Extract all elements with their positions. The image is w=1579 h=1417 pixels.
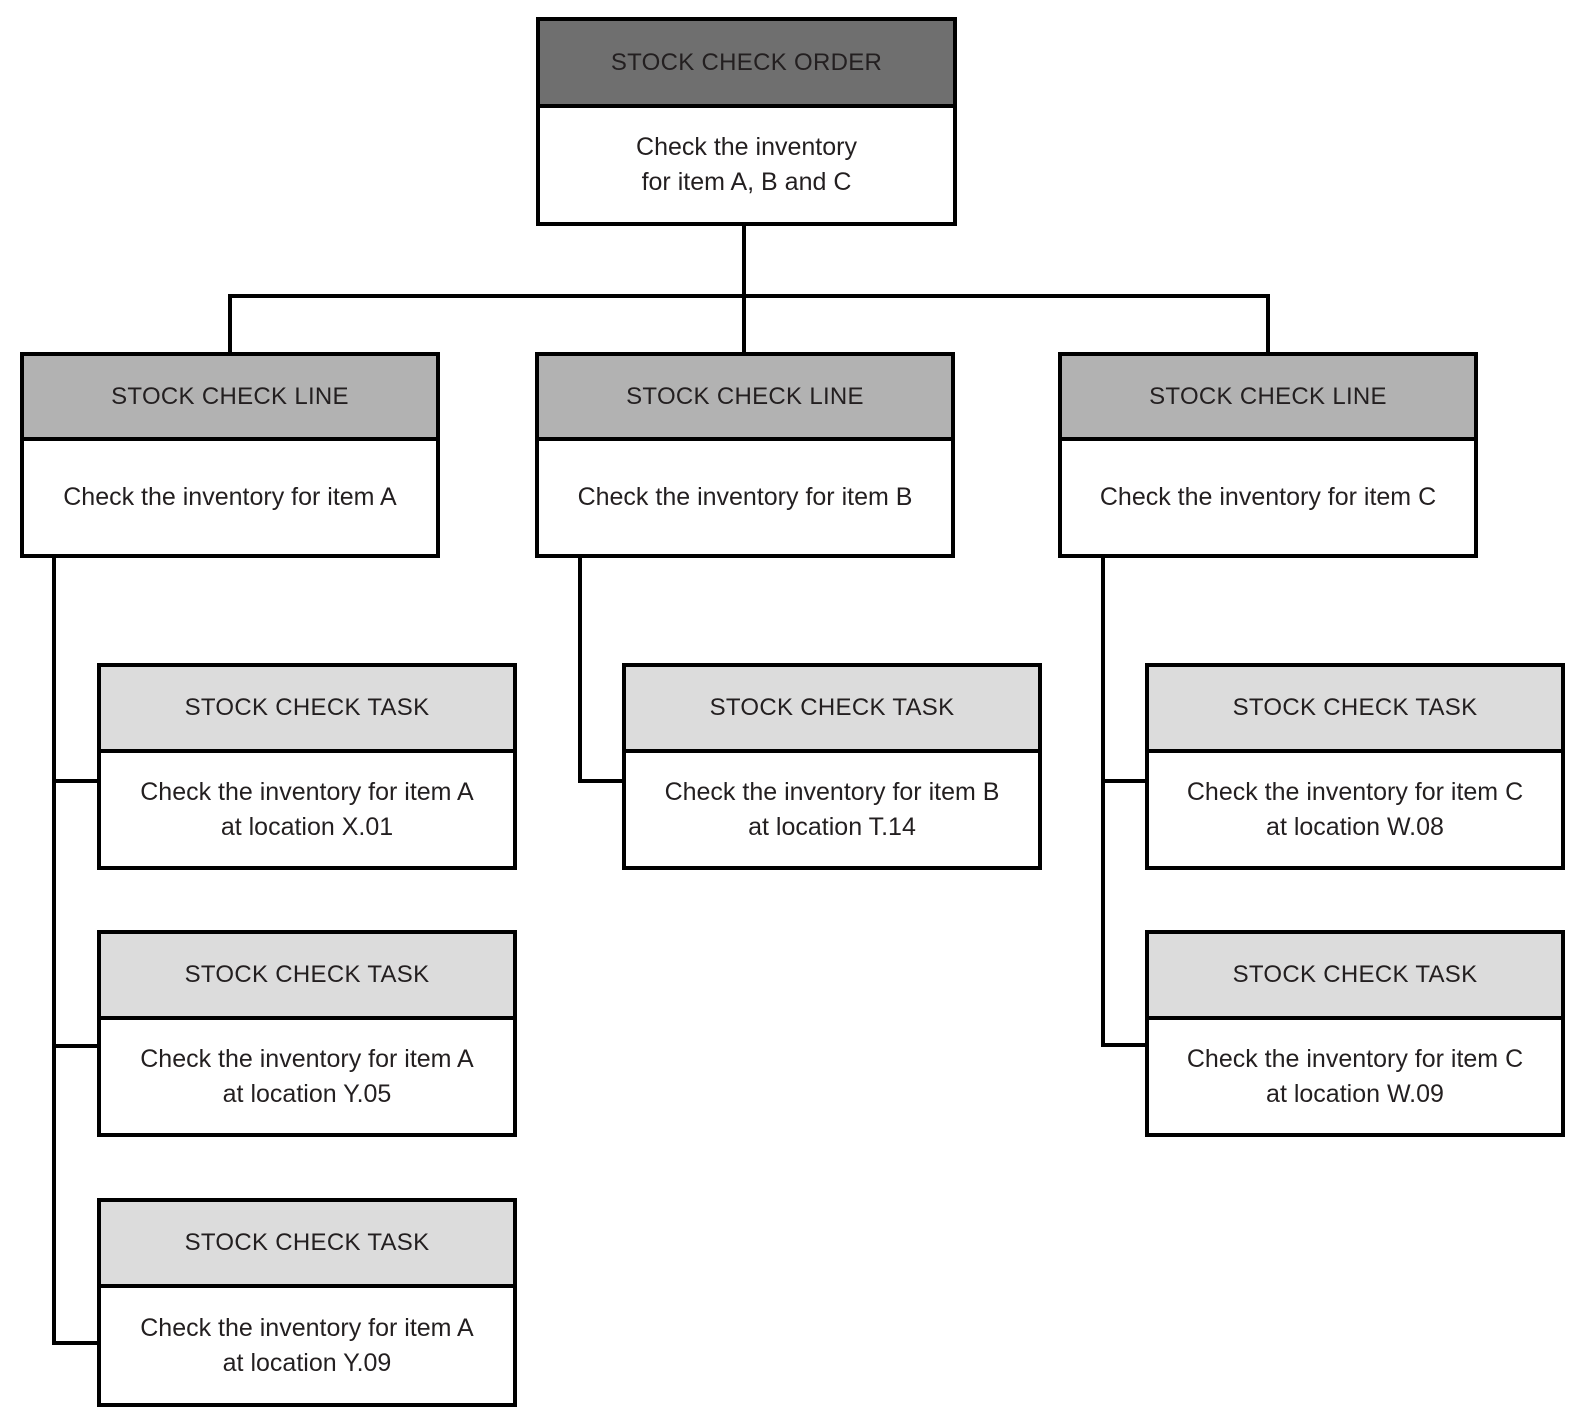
node-stock-check-task-a3-title: STOCK CHECK TASK [101, 1202, 513, 1288]
node-stock-check-task-c2-body: Check the inventory for item C at locati… [1149, 1020, 1561, 1133]
node-stock-check-line-c-body: Check the inventory for item C [1062, 441, 1474, 554]
node-stock-check-task-a2-title: STOCK CHECK TASK [101, 934, 513, 1020]
connector-trunk-line-a [52, 555, 56, 1345]
connector-stub-task-a2 [52, 1044, 99, 1048]
node-stock-check-order: STOCK CHECK ORDER Check the inventory fo… [536, 17, 957, 226]
node-stock-check-task-c1-body: Check the inventory for item C at locati… [1149, 753, 1561, 866]
connector-stub-task-b1 [578, 779, 626, 783]
connector-order-to-line-b [742, 226, 746, 352]
connector-stub-task-c2 [1101, 1043, 1149, 1047]
node-stock-check-line-c: STOCK CHECK LINE Check the inventory for… [1058, 352, 1478, 558]
node-stock-check-line-c-title: STOCK CHECK LINE [1062, 356, 1474, 441]
node-stock-check-task-a1-title: STOCK CHECK TASK [101, 667, 513, 753]
node-stock-check-task-b1-body: Check the inventory for item B at locati… [626, 753, 1038, 866]
node-stock-check-task-b1-title: STOCK CHECK TASK [626, 667, 1038, 753]
node-stock-check-task-a3: STOCK CHECK TASK Check the inventory for… [97, 1198, 517, 1407]
connector-stub-task-c1 [1101, 779, 1149, 783]
node-stock-check-task-a1-body: Check the inventory for item A at locati… [101, 753, 513, 866]
node-stock-check-task-c1-title: STOCK CHECK TASK [1149, 667, 1561, 753]
connector-trunk-line-b [578, 555, 582, 783]
connector-trunk-line-c [1101, 555, 1105, 1047]
connector-drop-line-c [1266, 294, 1270, 352]
node-stock-check-line-a-title: STOCK CHECK LINE [24, 356, 436, 441]
node-stock-check-order-title: STOCK CHECK ORDER [540, 21, 953, 108]
connector-stub-task-a3 [52, 1341, 99, 1345]
node-stock-check-task-a2: STOCK CHECK TASK Check the inventory for… [97, 930, 517, 1137]
node-stock-check-task-a2-body: Check the inventory for item A at locati… [101, 1020, 513, 1133]
node-stock-check-line-b-body: Check the inventory for item B [539, 441, 951, 554]
node-stock-check-task-c2: STOCK CHECK TASK Check the inventory for… [1145, 930, 1565, 1137]
connector-stub-task-a1 [52, 779, 99, 783]
node-stock-check-task-a1: STOCK CHECK TASK Check the inventory for… [97, 663, 517, 870]
node-stock-check-task-c2-title: STOCK CHECK TASK [1149, 934, 1561, 1020]
node-stock-check-line-b-title: STOCK CHECK LINE [539, 356, 951, 441]
node-stock-check-line-a: STOCK CHECK LINE Check the inventory for… [20, 352, 440, 558]
node-stock-check-line-b: STOCK CHECK LINE Check the inventory for… [535, 352, 955, 558]
node-stock-check-order-body: Check the inventory for item A, B and C [540, 108, 953, 222]
node-stock-check-line-a-body: Check the inventory for item A [24, 441, 436, 554]
node-stock-check-task-c1: STOCK CHECK TASK Check the inventory for… [1145, 663, 1565, 870]
node-stock-check-task-b1: STOCK CHECK TASK Check the inventory for… [622, 663, 1042, 870]
connector-horizontal-bus [228, 294, 1270, 298]
connector-drop-line-a [228, 294, 232, 352]
node-stock-check-task-a3-body: Check the inventory for item A at locati… [101, 1288, 513, 1403]
